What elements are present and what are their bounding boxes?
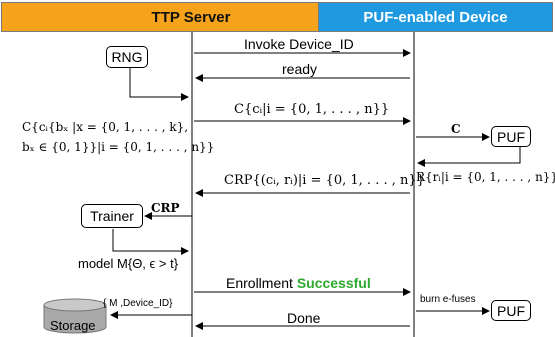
puf-top-label: PUF	[497, 128, 525, 145]
puf-device-header: PUF-enabled Device	[318, 2, 553, 32]
puf-bottom-node: PUF	[491, 300, 531, 321]
ready-label: ready	[282, 61, 318, 77]
crp-label: CRP{(cᵢ, rᵢ)|i = {0, 1, . . . , n}}	[224, 173, 425, 188]
enrollment-label: Enrollment Successful	[226, 275, 371, 291]
enrollment-prefix: Enrollment	[226, 275, 297, 291]
store-label: { M ,Device_ID}	[103, 298, 173, 309]
enrollment-status: Successful	[296, 275, 371, 291]
challenges-label: C{cᵢ|i = {0, 1, . . . , n}}	[234, 102, 390, 117]
puf-bottom-label: PUF	[497, 302, 525, 319]
puf-response-arrow	[417, 147, 521, 167]
invoke-label: Invoke Device_ID	[244, 36, 354, 52]
puf-top-node: PUF	[491, 126, 531, 147]
ttp-server-header: TTP Server	[1, 2, 381, 32]
trainer-node: Trainer	[81, 204, 143, 228]
storage-label: Storage	[50, 318, 96, 333]
burn-label: burn e-fuses	[420, 294, 476, 305]
trainer-output-arrow	[112, 229, 189, 255]
done-label: Done	[287, 310, 321, 326]
trainer-label: Trainer	[90, 208, 134, 224]
model-label: model M{Θ, ϵ > t}	[78, 256, 179, 271]
rng-arrow	[129, 67, 189, 101]
rng-node: RNG	[106, 46, 148, 68]
responses-label: R{rᵢ|i = {0, 1, . . . , n}}	[416, 170, 555, 184]
crp-to-trainer-label: CRP	[151, 201, 180, 215]
challenge-definition-line2: bₓ ∈ {0, 1}}|i = {0, 1, . . . , n}}	[22, 140, 215, 154]
storage-cylinder-icon	[43, 298, 107, 334]
rng-label: RNG	[111, 49, 143, 65]
c-to-puf-label: C	[451, 122, 461, 136]
challenge-definition-line1: C{cᵢ{bₓ |x = {0, 1, . . . , k},	[22, 120, 189, 134]
